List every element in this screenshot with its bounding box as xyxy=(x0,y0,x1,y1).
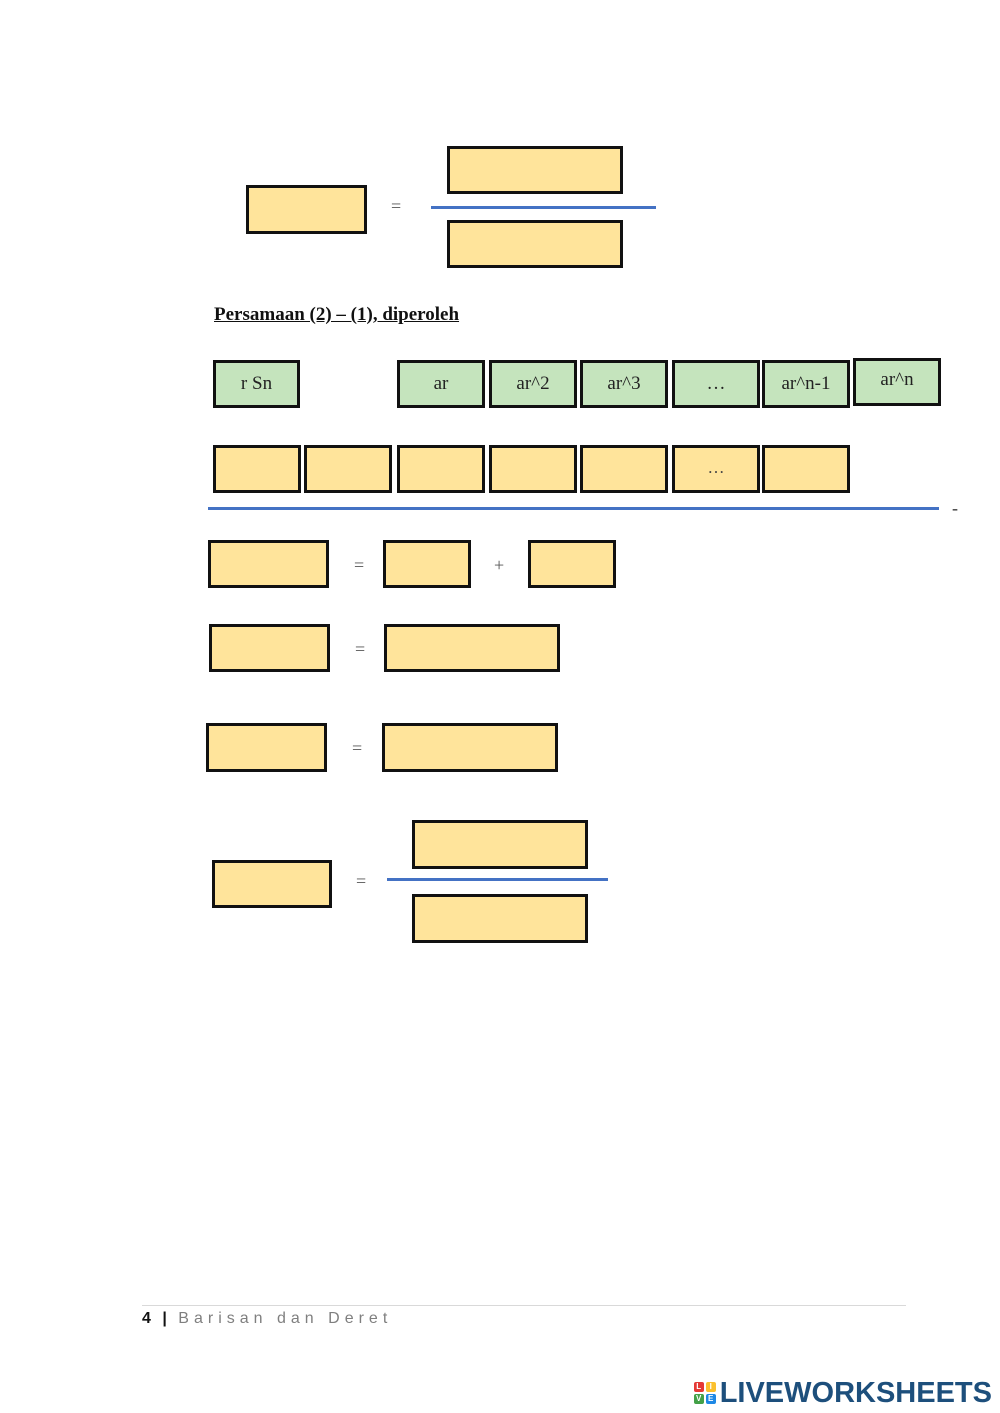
fraction-line xyxy=(387,878,608,881)
fraction-line xyxy=(431,206,656,209)
footer-title: Barisan dan Deret xyxy=(178,1310,393,1327)
answer-box-final-numerator[interactable] xyxy=(412,820,588,869)
row2-ellipsis: … xyxy=(672,445,760,493)
footer-rule xyxy=(142,1305,906,1306)
term-r-sn: r Sn xyxy=(213,360,300,408)
answer-box-row3-term2[interactable] xyxy=(528,540,616,588)
equals-sign: = xyxy=(356,871,367,891)
equals-sign: = xyxy=(354,555,365,575)
logo-letter-e: E xyxy=(705,1394,716,1404)
answer-box-row2-4[interactable] xyxy=(489,445,577,493)
answer-box-row2-5[interactable] xyxy=(580,445,668,493)
section-heading: Persamaan (2) – (1), diperoleh xyxy=(214,304,460,325)
answer-box-row2-2[interactable] xyxy=(304,445,392,493)
page-footer: 4 | Barisan dan Deret xyxy=(142,1310,392,1328)
equals-sign: = xyxy=(352,738,363,758)
answer-box-top-denominator[interactable] xyxy=(447,220,623,268)
subtraction-line xyxy=(208,507,939,510)
term-ar-2: ar^2 xyxy=(489,360,577,408)
answer-box-row5-rhs[interactable] xyxy=(382,723,558,772)
minus-sign: - xyxy=(952,498,958,518)
answer-box-row2-1[interactable] xyxy=(213,445,301,493)
answer-box-top-numerator[interactable] xyxy=(447,146,623,194)
answer-box-row3-lhs[interactable] xyxy=(208,540,329,588)
logo-letter-l: L xyxy=(693,1382,704,1392)
answer-box-row4-rhs[interactable] xyxy=(384,624,560,672)
term-ar-n-minus-1: ar^n-1 xyxy=(762,360,850,408)
answer-box-final-denominator[interactable] xyxy=(412,894,588,943)
liveworksheets-logo: L I V E LIVEWORKSHEETS xyxy=(693,1376,992,1410)
answer-box-row3-term1[interactable] xyxy=(383,540,471,588)
logo-letter-i: I xyxy=(705,1382,716,1392)
term-ellipsis: … xyxy=(672,360,760,408)
page-number: 4 xyxy=(142,1310,153,1327)
brand-name: LIVEWORKSHEETS xyxy=(719,1376,992,1409)
logo-letter-v: V xyxy=(693,1394,704,1404)
term-ar: ar xyxy=(397,360,485,408)
equals-sign: = xyxy=(355,639,366,659)
footer-separator: | xyxy=(162,1310,169,1327)
equals-sign: = xyxy=(391,196,402,216)
term-ar-3: ar^3 xyxy=(580,360,668,408)
answer-box-final-lhs[interactable] xyxy=(212,860,332,908)
answer-box-row2-3[interactable] xyxy=(397,445,485,493)
plus-sign: + xyxy=(494,555,505,575)
answer-box-row5-lhs[interactable] xyxy=(206,723,327,772)
answer-box-top-lhs[interactable] xyxy=(246,185,367,234)
term-ar-n: ar^n xyxy=(853,358,941,406)
answer-box-row4-lhs[interactable] xyxy=(209,624,330,672)
answer-box-row2-6[interactable] xyxy=(762,445,850,493)
liveworksheets-logo-icon: L I V E xyxy=(693,1382,716,1404)
